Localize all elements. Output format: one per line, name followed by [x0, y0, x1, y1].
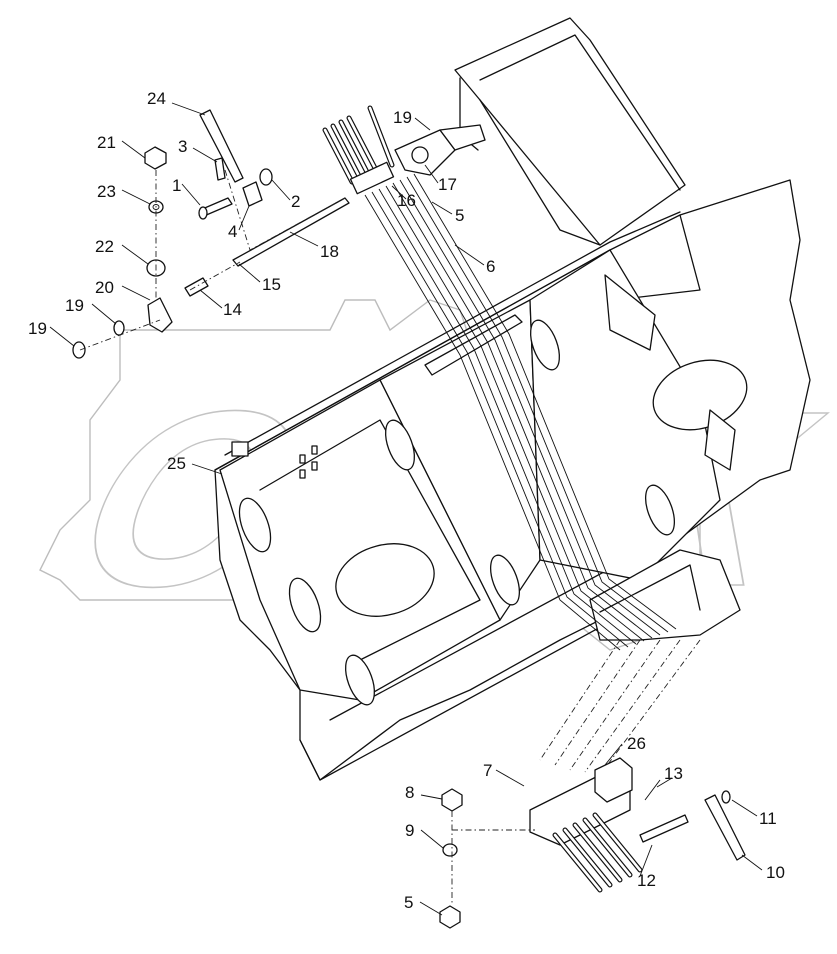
frame-rear-box [454, 17, 686, 246]
callout-17: 17 [438, 175, 457, 194]
callout-3: 3 [178, 137, 187, 156]
callout-8: 8 [405, 783, 414, 802]
bracket-20 [147, 297, 173, 333]
callout-20: 20 [95, 278, 114, 297]
callouts: 24 21 3 1 2 23 4 18 22 15 20 14 19 19 19… [28, 89, 785, 912]
callout-14: 14 [223, 300, 242, 319]
bolt-8 [441, 788, 463, 812]
callout-21: 21 [97, 133, 116, 152]
callout-5-bottom: 5 [404, 893, 413, 912]
callout-23: 23 [97, 182, 116, 201]
callout-19-top: 19 [393, 108, 412, 127]
callout-11: 11 [759, 809, 777, 828]
leader-lines [49, 102, 763, 916]
callout-18: 18 [320, 242, 339, 261]
callout-12: 12 [637, 871, 656, 890]
callout-5-top: 5 [455, 206, 464, 225]
callout-6: 6 [486, 257, 495, 276]
callout-22: 22 [95, 237, 114, 256]
callout-10: 10 [766, 863, 785, 882]
frame-valve-bracket [589, 549, 741, 641]
main-frame [214, 17, 811, 781]
callout-13: 13 [664, 764, 683, 783]
callout-15: 15 [262, 275, 281, 294]
callout-2: 2 [291, 192, 300, 211]
lever-24 [199, 109, 244, 183]
callout-26: 26 [627, 734, 646, 753]
callout-7: 7 [483, 761, 492, 780]
hydraulic-hoses [364, 173, 677, 651]
bolt-21 [144, 146, 167, 170]
callout-4: 4 [228, 222, 237, 241]
lever-10 [704, 794, 746, 861]
control-valve-assembly [439, 639, 746, 929]
callout-19-left: 19 [28, 319, 47, 338]
valve-cover-26 [594, 757, 633, 803]
frame-top-rail [214, 211, 681, 471]
control-lever-group [322, 105, 486, 195]
callout-9: 9 [405, 821, 414, 840]
frame-partition-right [529, 249, 721, 581]
callout-25: 25 [167, 454, 186, 473]
frame-hole-left [335, 543, 435, 617]
callout-24: 24 [147, 89, 166, 108]
callout-1: 1 [172, 176, 181, 195]
callout-19-mid: 19 [65, 296, 84, 315]
callout-16: 16 [397, 191, 416, 210]
